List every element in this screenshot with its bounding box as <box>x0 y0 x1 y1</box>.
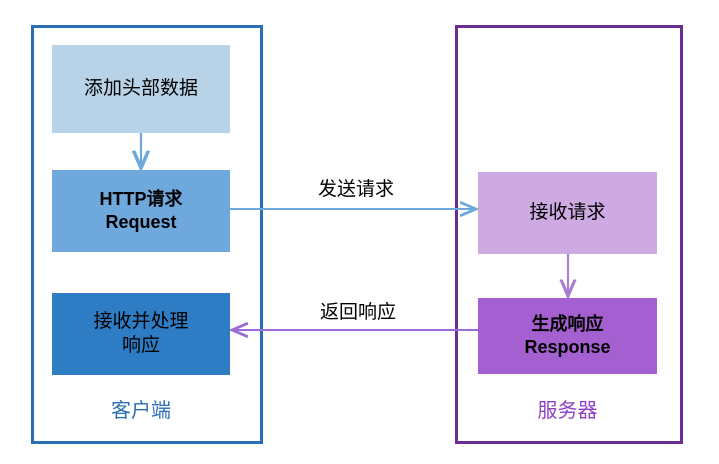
node-generate-response[interactable]: 生成响应 Response <box>478 298 657 374</box>
node-receive-process-label-line2: 响应 <box>121 335 160 356</box>
node-receive-request[interactable]: 接收请求 <box>478 172 657 254</box>
client-zone-caption: 客户端 <box>111 400 171 422</box>
node-receive-and-process-response[interactable]: 接收并处理 响应 <box>52 293 230 375</box>
node-receive-process-label-line1: 接收并处理 <box>93 310 189 332</box>
connector-label-send-request: 发送请求 <box>317 179 394 200</box>
node-add-header-data[interactable]: 添加头部数据 <box>52 45 230 133</box>
node-add-header-label: 添加头部数据 <box>83 77 198 99</box>
node-http-request-label-en: Request <box>105 212 177 232</box>
connector-label-return-response: 返回响应 <box>319 302 396 323</box>
node-generate-response-label-cn: 生成响应 <box>531 313 604 334</box>
server-zone-caption: 服务器 <box>537 400 598 422</box>
node-http-request-label-cn: HTTP请求 <box>99 188 183 209</box>
node-generate-response-label-en: Response <box>524 337 611 357</box>
node-http-request[interactable]: HTTP请求 Request <box>52 170 230 252</box>
node-receive-request-label: 接收请求 <box>529 201 606 223</box>
